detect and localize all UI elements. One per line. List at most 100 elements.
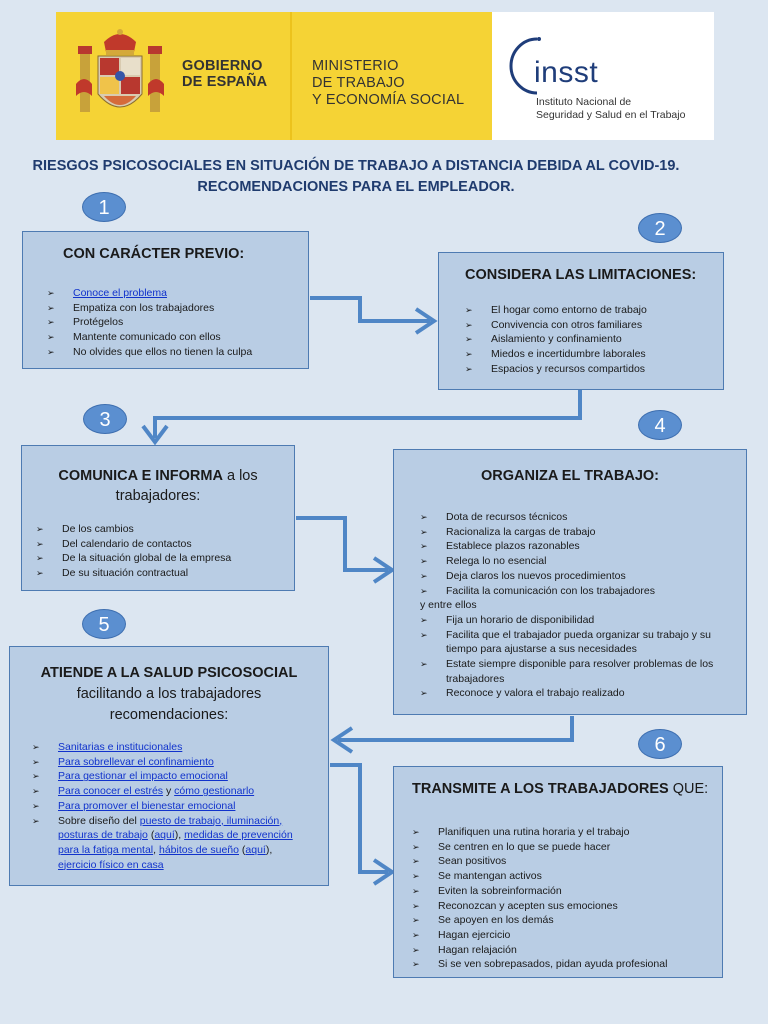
gov-line-2: DE ESPAÑA [182,74,268,90]
paren-text: ), [265,843,273,856]
list-item: ➢Protégelos [47,315,308,330]
bullet-arrow-icon: ➢ [420,629,428,640]
list-item: ➢Se apoyen en los demás [412,913,722,928]
list-item: ➢De la situación global de la empresa [36,551,294,566]
list-item: ➢No olvides que ellos no tienen la culpa [47,345,308,360]
list-item: ➢Eviten la sobreinformación [412,884,722,899]
insst-logo-arc-icon [509,37,541,95]
link-aqui-1[interactable]: aquí [154,829,175,842]
bullet-arrow-icon: ➢ [420,526,428,537]
list-item-text: Mantente comunicado con ellos [73,331,221,344]
bullet-arrow-icon: ➢ [32,815,40,826]
step-6-heading: TRANSMITE A LOS TRABAJADORES QUE: [412,781,722,797]
link-posturas[interactable]: posturas de trabajo [58,829,148,842]
step-6-number: 6 [638,729,682,759]
list-item: ➢ Aislamiento y confinamiento [465,332,723,347]
list-item-text: Protégelos [73,316,124,329]
list-item: ➢ Racionaliza la cargas de trabajo [420,525,746,540]
bullet-arrow-icon: ➢ [420,688,428,699]
link-sanitarias[interactable]: Sanitarias e institucionales [58,741,183,753]
step-5-heading-line-2: facilitando a los trabajadores [76,686,262,702]
step-1-number: 1 [82,192,126,222]
list-item-text: Empatiza con los trabajadores [73,301,215,314]
bullet-arrow-icon: ➢ [465,334,473,345]
bullet-arrow-icon: ➢ [32,742,40,752]
bullet-arrow-icon: ➢ [412,915,420,926]
list-item-text: Reconozcan y acepten sus emociones [438,899,618,912]
list-item-text: Hagan ejercicio [438,928,511,941]
list-item[interactable]: ➢ Para promover el bienestar emocional [32,799,328,814]
list-item-text: Sobre diseño del [58,814,137,827]
step-5-heading-bold: ATIENDE A LA SALUD PSICOSOCIAL [40,665,298,681]
bullet-arrow-icon: ➢ [465,363,473,374]
step-6-heading-bold: TRANSMITE A LOS TRABAJADORES [412,781,669,797]
list-item-text: Eviten la sobreinformación [438,884,562,897]
list-item[interactable]: ➢ Para sobrellevar el confinamiento [32,755,328,770]
step-4-box: ORGANIZA EL TRABAJO: ➢Dota de recursos t… [393,449,747,715]
arrow-1-to-2 [310,296,430,323]
list-item: ➢Hagan relajación [412,943,722,958]
list-item-text: Dota de recursos técnicos [446,511,568,523]
bullet-arrow-icon: ➢ [47,302,55,313]
list-item: ➢Se mantengan activos [412,869,722,884]
step-3-heading: COMUNICA E INFORMA a los trabajadores: [22,466,294,506]
coat-of-arms-icon [76,29,164,112]
link-ejercicio-casa[interactable]: ejercicio físico en casa [58,858,164,871]
bullet-arrow-icon: ➢ [412,841,420,852]
list-item-text: Aislamiento y confinamiento [491,333,622,346]
link-habitos-sueno[interactable]: hábitos de sueño [159,843,239,856]
insst-logo-text: insst [534,56,599,89]
list-item: ➢ Empatiza con los trabajadores [47,301,308,316]
list-item: ➢ Reconoce y valora el trabajo realizado [420,686,746,701]
bullet-arrow-icon: ➢ [420,570,428,581]
bullet-arrow-icon: ➢ [32,771,40,782]
list-item: ➢Miedos e incertidumbre laborales [465,347,723,362]
step-2-box: CONSIDERA LAS LIMITACIONES: ➢El hogar co… [438,252,724,390]
link-aqui-2[interactable]: aquí [245,843,266,856]
list-item[interactable]: ➢Para conocer el estrés y cómo gestionar… [32,784,328,799]
step-4-list: ➢ Dota de recursos técnicos ➢ Racionaliza … [420,510,746,701]
list-item: ➢Planifiquen una rutina horaria y el tra… [412,825,722,840]
link-impacto-emocional[interactable]: Para gestionar el impacto emocional [58,770,228,783]
step-1-box: CON CARÁCTER PREVIO: ➢Conoce el problema… [22,231,309,369]
list-item: ➢Facilita que el trabajador pueda organi… [420,628,746,657]
list-item-text: Reconoce y valora el trabajo realizado [446,687,625,700]
link-medidas-prevencion[interactable]: medidas de prevención [184,829,293,842]
step-3-list: ➢De los cambios ➢Del calendario de conta… [36,522,294,581]
link-gestionarlo[interactable]: cómo gestionarlo [174,785,255,798]
bullet-arrow-icon: ➢ [465,305,473,315]
step-1-list: ➢ Conoce el problema ➢ Empatiza con los tr… [47,286,308,360]
list-item-text: Racionaliza la cargas de trabajo [446,525,596,538]
bullet-arrow-icon: ➢ [32,756,40,767]
list-item[interactable]: ➢ Sanitarias e institucionales [32,740,328,755]
ministry-line-1: MINISTERIO [312,58,399,74]
link-confinamiento[interactable]: Para sobrellevar el confinamiento [58,755,214,768]
step-6-box: TRANSMITE A LOS TRABAJADORES QUE: ➢Plani… [393,766,723,978]
bullet-arrow-icon: ➢ [412,900,420,911]
list-item: ➢Hagan ejercicio [412,928,722,943]
list-item-text: Si se ven sobrepasados, pidan ayuda prof… [438,958,668,971]
link-conocer-estres[interactable]: Para conocer el estrés [58,785,164,798]
list-item-text: y entre ellos [420,599,477,612]
step-5-number: 5 [82,609,126,639]
list-item[interactable]: ➢ Conoce el problema [47,286,308,301]
step-6-list: ➢Planifiquen una rutina horaria y el tra… [412,825,722,972]
link-fatiga-mental[interactable]: para la fatiga mental [58,843,154,856]
link-conoce-problema[interactable]: Conoce el problema [73,287,167,299]
bullet-arrow-icon: ➢ [47,332,55,343]
step-3-heading-bold: COMUNICA E INFORMA [58,468,223,484]
step-6-heading-rest: QUE: [672,781,709,797]
bullet-arrow-icon: ➢ [32,800,40,811]
link-bienestar[interactable]: Para promover el bienestar emocional [58,799,236,812]
bullet-arrow-icon: ➢ [465,319,473,330]
step-5-box: ATIENDE A LA SALUD PSICOSOCIAL facilitan… [9,646,329,886]
list-item-text: Se centren en lo que se puede hacer [438,840,611,853]
list-item: ➢ Se centren en lo que se puede hacer [412,840,722,855]
bullet-arrow-icon: ➢ [47,288,55,298]
bullet-arrow-icon: ➢ [412,944,420,955]
step-4-number: 4 [638,410,682,440]
page-title: RIESGOS PSICOSOCIALES EN SITUACIÓN DE TR… [0,156,712,198]
list-item[interactable]: ➢ Sobre diseño del puesto de trabajo, ilu… [32,814,328,873]
link-puesto-trabajo[interactable]: puesto de trabajo, iluminación, [139,814,283,827]
list-item[interactable]: ➢ Para gestionar el impacto emocional [32,769,328,784]
